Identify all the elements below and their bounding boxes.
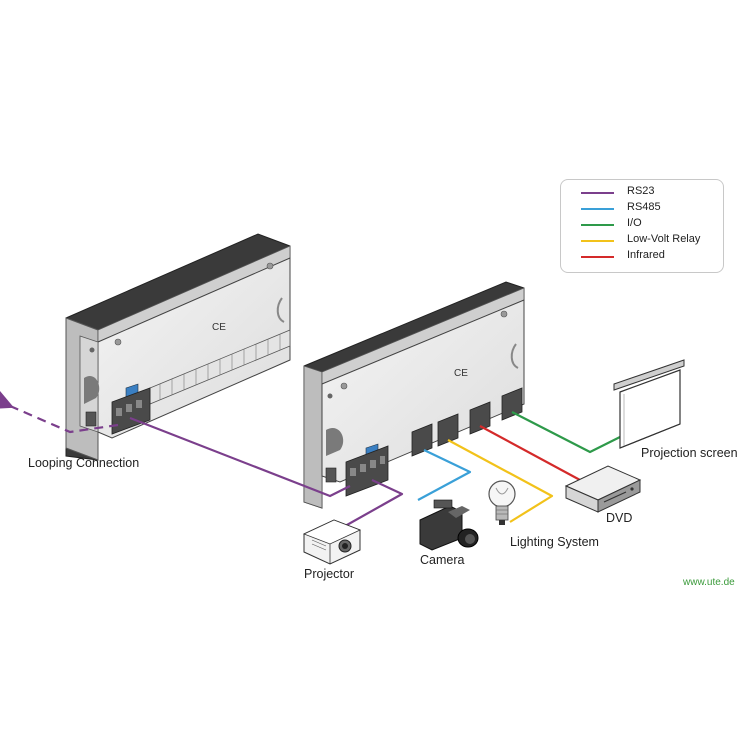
dvd-player-device [564,465,642,513]
camera-label: Camera [420,553,465,567]
legend-item-rs485: RS485 [581,201,721,217]
projector-device [302,519,362,565]
looping-cable [0,388,119,434]
dvd-label: DVD [606,511,633,525]
legend-label-infrared: Infrared [627,249,665,261]
legend-swatch-io [581,224,614,226]
legend-swatch-low-volt-relay [581,240,614,242]
relay-cable-lighting [447,439,554,523]
projection-screen-device [613,359,685,449]
legend-item-io: I/O [581,217,721,233]
ce-mark-right: CE [454,368,468,379]
io-cable-screen [511,411,623,454]
legend-item-rs23: RS23 [581,185,721,201]
rs485-cable-camera [417,449,472,501]
looping-connection-label: Looping Connection [28,456,140,470]
camera-device [419,499,479,551]
legend-label-io: I/O [627,217,642,229]
rs23-cable-projector [337,479,404,531]
legend-item-infrared: Infrared [581,249,721,265]
lighting-system-label: Lighting System [510,535,599,549]
legend-swatch-rs485 [581,208,614,210]
legend-label-rs23: RS23 [627,185,655,197]
legend-swatch-rs23 [581,192,614,194]
legend-item-low-volt-relay: Low-Volt Relay [581,233,721,249]
right-control-panel: CE [303,281,525,509]
projector-label: Projector [304,567,355,581]
legend-label-rs485: RS485 [627,201,661,213]
legend-label-low-volt-relay: Low-Volt Relay [627,233,701,245]
rs23-cable-panel-link [129,416,351,498]
projection-screen-label: Projection screen [641,446,738,460]
infrared-cable-dvd [479,425,581,481]
website-url: www.ute.de [683,577,735,588]
legend: RS23 RS485 I/O Low-Volt Relay Infrared [560,179,724,273]
left-control-panel: CE [65,233,291,461]
cables [0,388,623,531]
lighting-bulb-device [488,480,516,525]
legend-swatch-infrared [581,256,614,258]
ce-mark-left: CE [212,322,226,333]
